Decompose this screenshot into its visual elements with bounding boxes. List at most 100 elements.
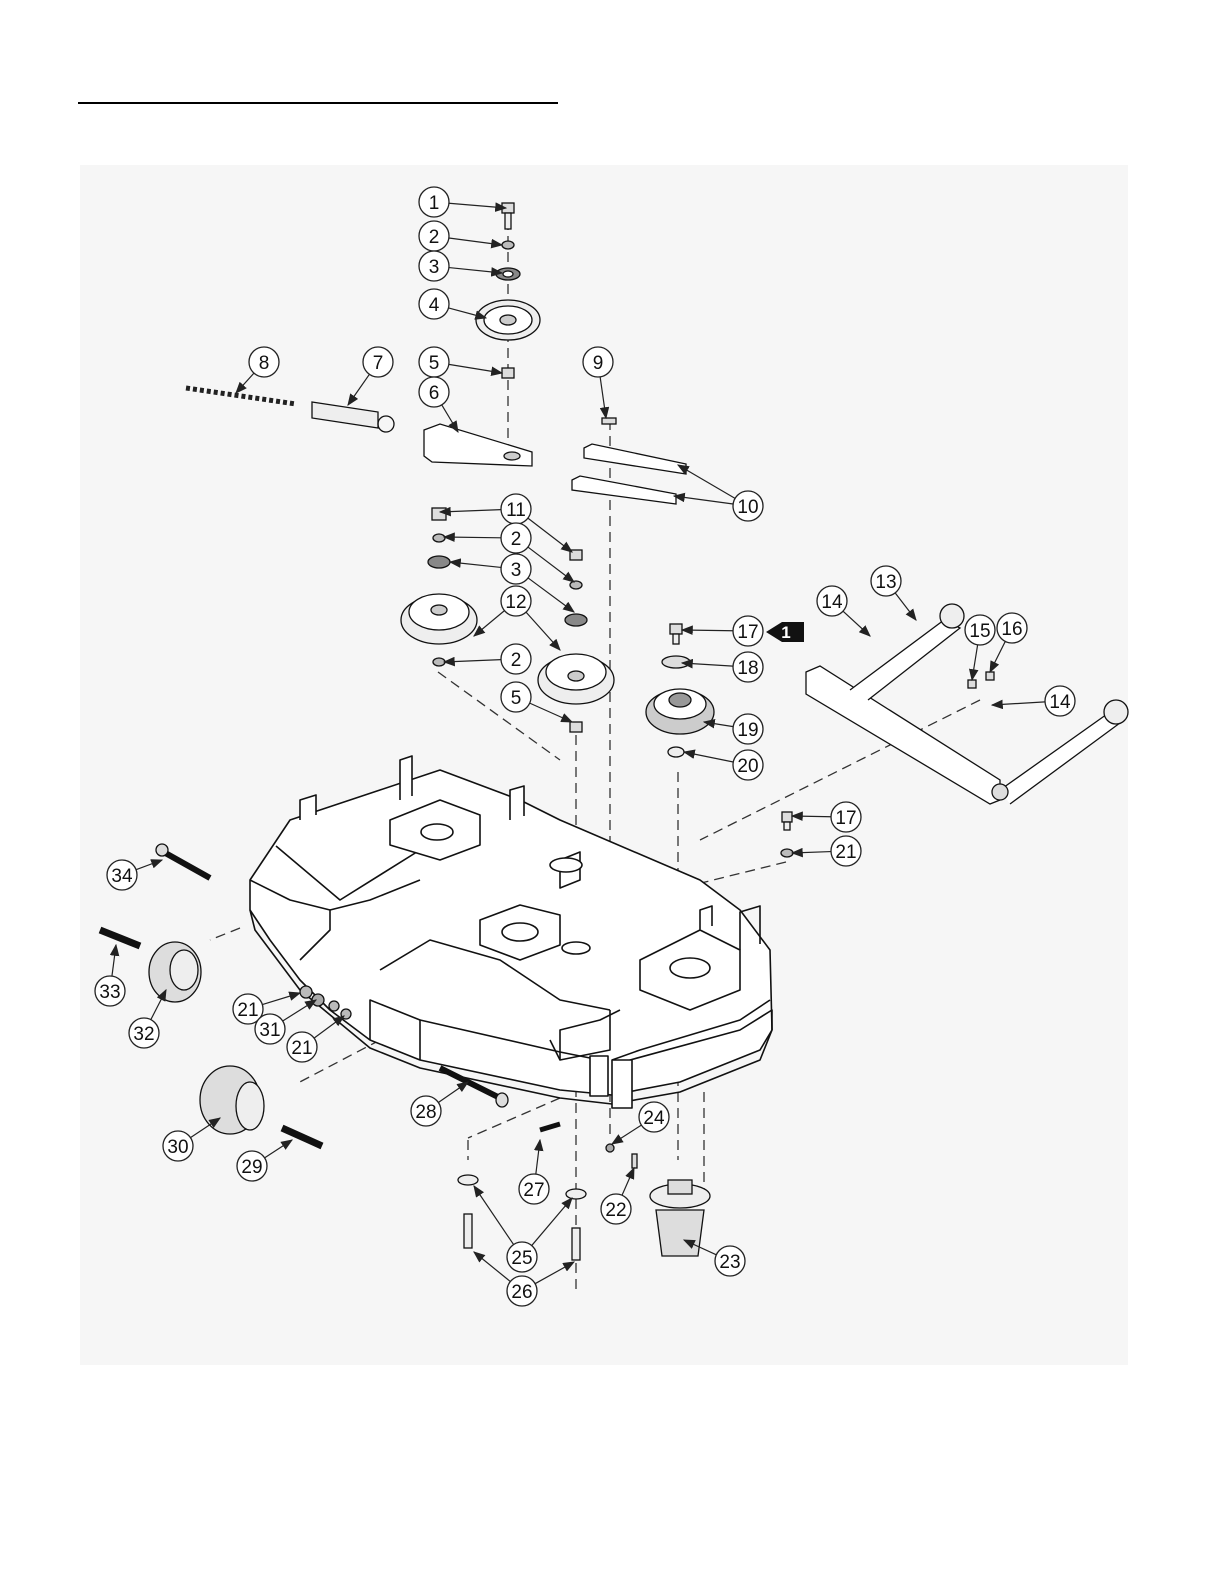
callout-number-19: 19 [737,720,758,741]
callout-21c: 21 [287,1016,344,1062]
callout-number-2b: 2 [511,529,522,550]
callout-leader-9 [600,377,606,418]
callout-leader-20 [684,752,733,762]
callout-leader-17a [682,630,733,631]
callout-number-8: 8 [259,353,270,374]
callout-number-22: 22 [605,1200,626,1221]
callout-leader-11 [440,510,501,512]
callout-number-7: 7 [373,353,384,374]
callout-leader-14b [992,702,1045,705]
callout-2c [528,547,574,582]
callout-20: 20 [684,750,763,780]
callout-leader-29 [265,1140,292,1158]
callout-12b [526,612,560,650]
reference-flag: 1 [766,622,804,642]
callout-leader-28 [438,1082,468,1102]
callout-4: 4 [419,289,486,319]
callout-number-17a: 17 [737,622,758,643]
callout-number-31: 31 [259,1020,280,1041]
callout-number-25a: 25 [511,1248,532,1269]
callout-leader-7 [348,374,369,405]
callout-number-28: 28 [415,1102,436,1123]
callout-13: 13 [871,566,916,620]
callout-number-3b: 3 [511,560,522,581]
callout-8: 8 [236,347,279,393]
callout-leader-3a [449,268,502,273]
callout-number-21b: 21 [237,1000,258,1021]
callout-27: 27 [519,1140,549,1204]
callout-number-14b: 14 [1049,692,1071,713]
callout-number-17b: 17 [835,808,856,829]
callout-number-15: 15 [969,621,990,642]
callout-leader-21a [792,852,831,853]
reference-flag-label: 1 [781,623,790,642]
callout-number-6: 6 [429,383,440,404]
callout-number-12: 12 [505,592,526,613]
callout-14a: 14 [817,586,870,636]
callout-number-10a: 10 [737,497,758,518]
callout-29: 29 [237,1140,292,1181]
callout-leader-21b [262,993,300,1005]
callout-3c [528,578,574,612]
callout-2b: 2 [444,523,531,553]
callout-5a: 5 [419,347,502,377]
callout-number-21c: 21 [291,1038,312,1059]
callout-11: 11 [440,494,531,524]
callout-28: 28 [411,1082,468,1126]
callout-leader-25a [474,1186,514,1245]
callout-17b: 17 [792,802,861,832]
callout-leader-12b [526,612,560,650]
callout-number-1: 1 [429,193,440,214]
callout-9: 9 [583,347,613,418]
callout-2a: 2 [419,221,502,251]
callout-2d: 2 [444,644,531,674]
callout-leader-2d [444,660,501,662]
callout-leader-8 [236,373,254,393]
callout-number-13: 13 [875,572,896,593]
callout-leader-2a [449,238,502,245]
mower-deck [250,756,772,1108]
callout-number-9: 9 [593,353,604,374]
callout-number-26a: 26 [511,1282,532,1303]
callout-10b [674,496,733,504]
callout-leader-16 [990,641,1005,672]
callout-number-29: 29 [241,1157,262,1178]
callout-leader-10a [678,465,735,498]
callout-leader-31 [283,1000,316,1021]
callout-6: 6 [419,377,458,432]
assembly-centerlines [210,220,980,1290]
callout-number-11: 11 [506,500,526,521]
callout-leader-11b [528,518,572,552]
callout-18: 18 [682,652,763,682]
callout-3b: 3 [450,554,531,584]
callout-12: 12 [474,586,531,636]
callout-leader-5b [530,703,572,722]
callout-7: 7 [348,347,393,405]
callout-25b [532,1198,572,1246]
callout-leader-26b [535,1262,574,1284]
callout-leader-2c [528,547,574,582]
callout-leader-18 [682,663,733,666]
callout-number-4: 4 [429,295,440,316]
callout-number-16: 16 [1001,619,1022,640]
callout-number-21a: 21 [835,842,856,863]
callout-leader-24 [612,1125,641,1144]
callout-leader-3c [528,578,574,612]
callout-leader-27 [536,1140,540,1174]
callout-number-24: 24 [643,1108,665,1129]
callout-leader-14a [843,611,870,636]
callout-leader-5a [449,364,502,373]
callout-number-27: 27 [523,1180,544,1201]
callout-leader-3b [450,562,501,567]
callout-leader-33 [112,945,116,976]
callout-leader-15 [972,645,978,680]
callout-number-2a: 2 [429,227,440,248]
callout-number-30: 30 [167,1137,188,1158]
callout-32: 32 [129,990,166,1048]
callout-number-18: 18 [737,658,758,679]
callout-leader-13 [895,593,916,620]
callout-leader-25b [532,1198,572,1246]
callout-number-32: 32 [133,1024,154,1045]
callout-leader-10b [674,496,733,504]
callout-leader-34 [136,860,162,870]
